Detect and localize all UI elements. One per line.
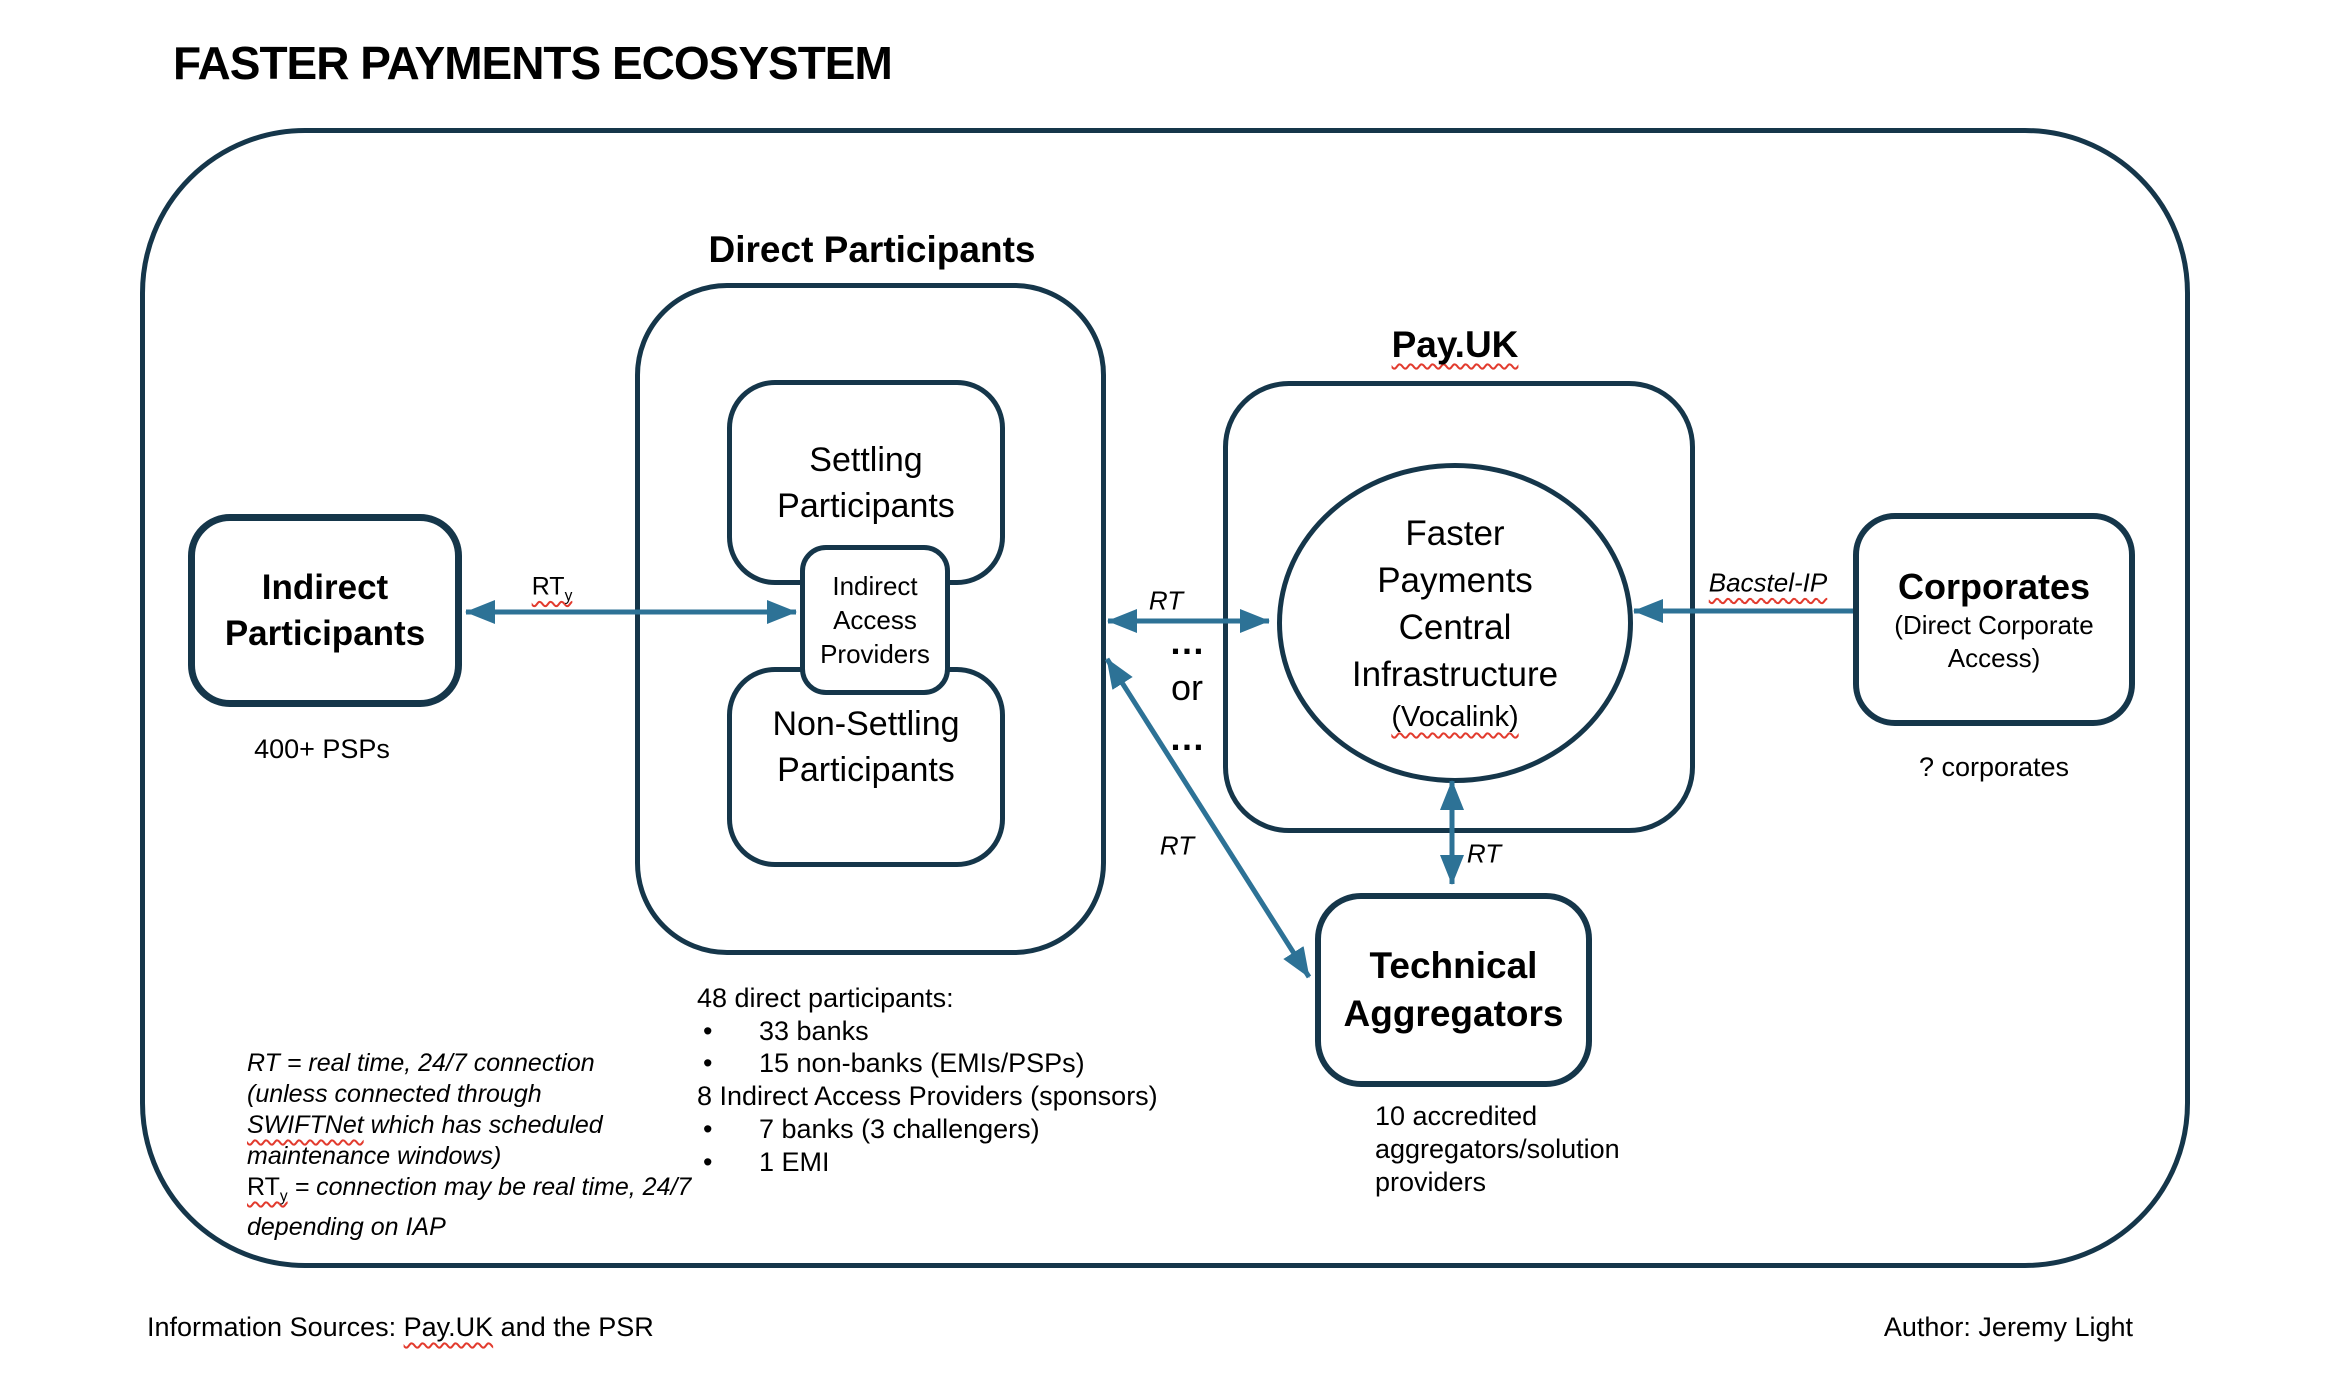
- fpci-label: Faster Payments Central Infrastructure: [1351, 514, 1559, 694]
- bullet-icon: •: [703, 1015, 713, 1046]
- technical-aggregators-box: Technical Aggregators: [1315, 893, 1592, 1087]
- stats-banks: 33 banks: [759, 1015, 869, 1046]
- legend-notes: RT = real time, 24/7 connection (unless …: [247, 1048, 691, 1243]
- or-dots-bottom: …: [1169, 717, 1205, 758]
- rty-arrow-label-main: RT: [531, 572, 565, 601]
- settling-participants-label: Settling Participants: [777, 440, 955, 525]
- stats-bullet-row: • 15 non-banks (EMIs/PSPs): [697, 1047, 1158, 1080]
- vocalink-label: (Vocalink): [1391, 701, 1519, 733]
- technical-aggregators-label: Technical Aggregators: [1343, 945, 1564, 1034]
- corporates-label: Corporates: [1897, 565, 2091, 607]
- direct-participants-heading: Direct Participants: [708, 229, 1036, 270]
- rt-aggregator-arrow-label: RT: [1466, 838, 1502, 869]
- faster-payments-central-infrastructure-circle: Faster Payments Central Infrastructure (…: [1277, 463, 1633, 783]
- rty-term: RTy: [247, 1173, 288, 1205]
- note-line-rest: = connection may be real time, 24/7: [287, 1173, 692, 1201]
- stats-bullet-row: • 7 banks (3 challengers): [697, 1113, 1158, 1146]
- note-line: depending on IAP: [247, 1213, 446, 1241]
- stats-bullet-row: • 1 EMI: [697, 1146, 1158, 1179]
- stats-nonbanks: 15 non-banks (EMIs/PSPs): [759, 1048, 1085, 1079]
- corporates-sublabel: (Direct Corporate Access): [1894, 609, 2094, 673]
- footer-payuk-term: Pay.UK: [403, 1312, 494, 1342]
- page-title: FASTER PAYMENTS ECOSYSTEM: [173, 37, 893, 89]
- information-sources-footer: Information Sources: Pay.UK and the PSR: [147, 1312, 654, 1343]
- rty-term-sub: y: [279, 1188, 288, 1205]
- stats-iap-emi: 1 EMI: [759, 1146, 830, 1177]
- corporates-count-caption: ? corporates: [1918, 752, 2070, 782]
- direct-participants-stats: 48 direct participants: • 33 banks • 15 …: [697, 982, 1158, 1178]
- or-dots-top: …: [1169, 621, 1205, 662]
- swiftnet-term: SWIFTNet: [247, 1111, 364, 1139]
- indirect-participants-box: Indirect Participants: [188, 514, 462, 707]
- stats-iap-line: 8 Indirect Access Providers (sponsors): [697, 1081, 1158, 1112]
- stats-intro: 48 direct participants:: [697, 983, 954, 1013]
- footer-suffix: and the PSR: [493, 1312, 654, 1342]
- bacstel-ip-arrow-label: Bacstel-IP: [1708, 567, 1828, 598]
- indirect-access-providers-box: Indirect Access Providers: [800, 545, 950, 695]
- bullet-icon: •: [703, 1113, 713, 1144]
- bullet-icon: •: [703, 1048, 713, 1079]
- payuk-heading: Pay.UK: [1391, 324, 1519, 365]
- note-line-rest: which has scheduled: [363, 1111, 603, 1139]
- indirect-participants-label: Indirect Participants: [224, 567, 426, 653]
- or-word: or: [1170, 667, 1204, 708]
- note-line: maintenance windows): [247, 1142, 502, 1170]
- rt-diagonal-arrow-label: RT: [1159, 830, 1195, 861]
- stats-iap-banks: 7 banks (3 challengers): [759, 1113, 1040, 1144]
- rty-arrow-label-sub: y: [564, 587, 573, 605]
- author-footer: Author: Jeremy Light: [1883, 1312, 2133, 1342]
- non-settling-participants-label: Non-Settling Participants: [772, 705, 960, 789]
- corporates-box: Corporates (Direct Corporate Access): [1853, 513, 2135, 726]
- note-line: RT = real time, 24/7 connection: [247, 1049, 595, 1077]
- rt-direct-arrow-label: RT: [1148, 585, 1184, 616]
- note-line: RTy = connection may be real time, 24/7: [247, 1172, 691, 1212]
- aggregators-count-caption: 10 accredited aggregators/solution provi…: [1375, 1101, 1620, 1197]
- note-line: (unless connected through: [247, 1080, 542, 1108]
- ecosystem-boundary-box: [140, 128, 2190, 1268]
- psp-count-caption: 400+ PSPs: [254, 734, 390, 764]
- non-settling-participants-box: Non-Settling Participants: [727, 667, 1005, 867]
- rty-arrow-label: RTy: [532, 573, 573, 606]
- bullet-icon: •: [703, 1146, 713, 1177]
- stats-bullet-row: • 33 banks: [697, 1015, 1158, 1048]
- note-line: SWIFTNet which has scheduled: [247, 1110, 691, 1141]
- indirect-access-providers-label: Indirect Access Providers: [820, 571, 930, 669]
- footer-prefix: Information Sources:: [147, 1312, 404, 1342]
- rty-term-main: RT: [247, 1173, 280, 1201]
